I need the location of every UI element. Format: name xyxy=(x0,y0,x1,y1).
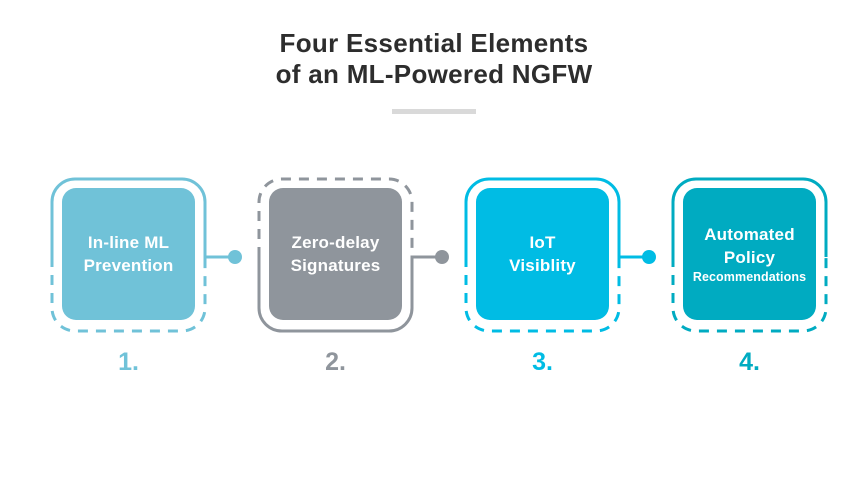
card-box: Automated Policy Recommendations xyxy=(683,188,816,320)
connector-dot xyxy=(435,250,449,264)
card-zero-delay-signatures: Zero-delay Signatures 2. xyxy=(257,176,466,391)
card-label-line2: Prevention xyxy=(83,256,174,275)
card-outline xyxy=(671,177,828,333)
card-label-line3: Recommendations xyxy=(692,270,807,284)
page-title: Four Essential Elements of an ML-Powered… xyxy=(0,28,868,90)
card-label-line1: Automated xyxy=(704,225,795,244)
card-outline-and-connector xyxy=(50,177,242,333)
card-number: 2. xyxy=(325,348,346,376)
card-label-line2: Signatures xyxy=(290,256,381,275)
card-number: 3. xyxy=(532,348,553,376)
card-box: In-line ML Prevention xyxy=(62,188,195,320)
card-label-line2: Visiblity xyxy=(509,256,576,275)
page-title-line2: of an ML-Powered NGFW xyxy=(275,59,593,89)
card-automated-policy-recommendations: Automated Policy Recommendations 4. xyxy=(671,176,868,391)
card-outline-and-connector xyxy=(464,177,656,333)
card-label-line1: IoT xyxy=(529,233,556,252)
card-inline-ml-prevention: In-line ML Prevention 1. xyxy=(50,176,259,391)
card-box: Zero-delay Signatures xyxy=(269,188,402,320)
card-label-line1: Zero-delay xyxy=(291,233,380,252)
card-label-line1: In-line ML xyxy=(87,233,170,252)
connector-dot xyxy=(228,250,242,264)
card-number: 1. xyxy=(118,348,139,376)
page-title-line1: Four Essential Elements xyxy=(279,28,589,58)
card-label-line2: Policy xyxy=(723,248,776,267)
card-iot-visibility: IoT Visiblity 3. xyxy=(464,176,673,391)
card-box: IoT Visiblity xyxy=(476,188,609,320)
card-number: 4. xyxy=(739,348,760,376)
connector-dot xyxy=(642,250,656,264)
title-divider xyxy=(392,109,476,114)
card-outline-and-connector xyxy=(257,177,449,333)
